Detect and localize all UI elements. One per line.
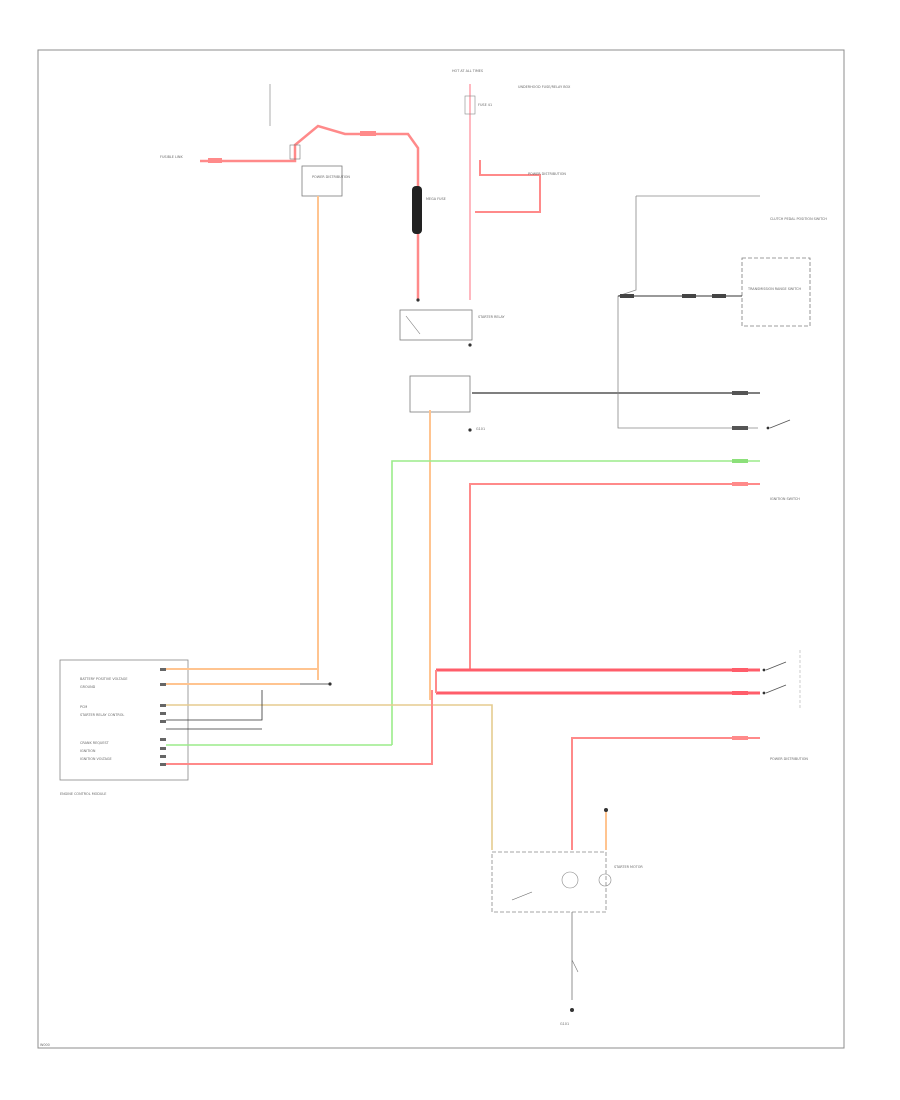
- power-distribution-label-3: POWER DISTRIBUTION: [770, 757, 808, 761]
- starter-relay: STARTER RELAY: [399, 298, 506, 347]
- power-distribution-label-2: POWER DISTRIBUTION: [528, 172, 566, 176]
- transmission-range-switch-box: [741, 257, 811, 327]
- starter-relay-coil-box: [409, 375, 471, 413]
- ignition-switch-label: IGNITION SWITCH: [770, 497, 800, 501]
- ecm-pcm: PCM: [80, 705, 87, 709]
- page-code: W000: [40, 1043, 50, 1047]
- starter-motor: STARTER MOTOR: [491, 808, 643, 1012]
- ecm-battery-pos-volt: BATTERY POSITIVE VOLTAGE: [80, 677, 128, 681]
- ground-bottom-label: G101: [560, 1022, 569, 1026]
- starter-motor-label: STARTER MOTOR: [614, 865, 643, 869]
- ecm-ignition: IGNITION: [80, 749, 96, 753]
- ground-label: G101: [476, 427, 485, 431]
- clutch-switch-section: CLUTCH PEDAL POSITION SWITCH TRANSMISSIO…: [617, 195, 827, 430]
- starter-relay-label: STARTER RELAY: [478, 315, 506, 319]
- hot-at-all-times-label: HOT AT ALL TIMES: [452, 69, 483, 73]
- ecm-starter-relay-ctrl: STARTER RELAY CONTROL: [80, 713, 124, 717]
- underhood-fuse-block-label: UNDERHOOD FUSE/RELAY BOX: [518, 85, 571, 89]
- ecm-crank: CRANK REQUEST: [80, 741, 110, 745]
- power-distribution-box: [301, 165, 343, 197]
- diagram-frame: [37, 49, 845, 1049]
- clutch-switch-label: CLUTCH PEDAL POSITION SWITCH: [770, 217, 827, 221]
- ecm-ign-volt: IGNITION VOLTAGE: [80, 757, 112, 761]
- battery-fuse-label: FUSIBLE LINK: [160, 155, 183, 159]
- power-distribution-label: POWER DISTRIBUTION: [312, 175, 350, 179]
- ecm-label: ENGINE CONTROL MODULE: [60, 792, 106, 796]
- fuse-relay-label: FUSE 41: [478, 103, 492, 107]
- battery-fuse-section: POWER DISTRIBUTION FUSIBLE LINK MEGA FUS…: [160, 69, 571, 680]
- mega-fuse-label: MEGA FUSE: [426, 197, 446, 201]
- transmission-range-switch-label: TRANSMISSION RANGE SWITCH: [747, 287, 801, 291]
- engine-control-module: BATTERY POSITIVE VOLTAGE GROUND PCM STAR…: [59, 659, 189, 796]
- ecm-ground: GROUND: [80, 685, 96, 689]
- mega-fuse: [412, 186, 422, 234]
